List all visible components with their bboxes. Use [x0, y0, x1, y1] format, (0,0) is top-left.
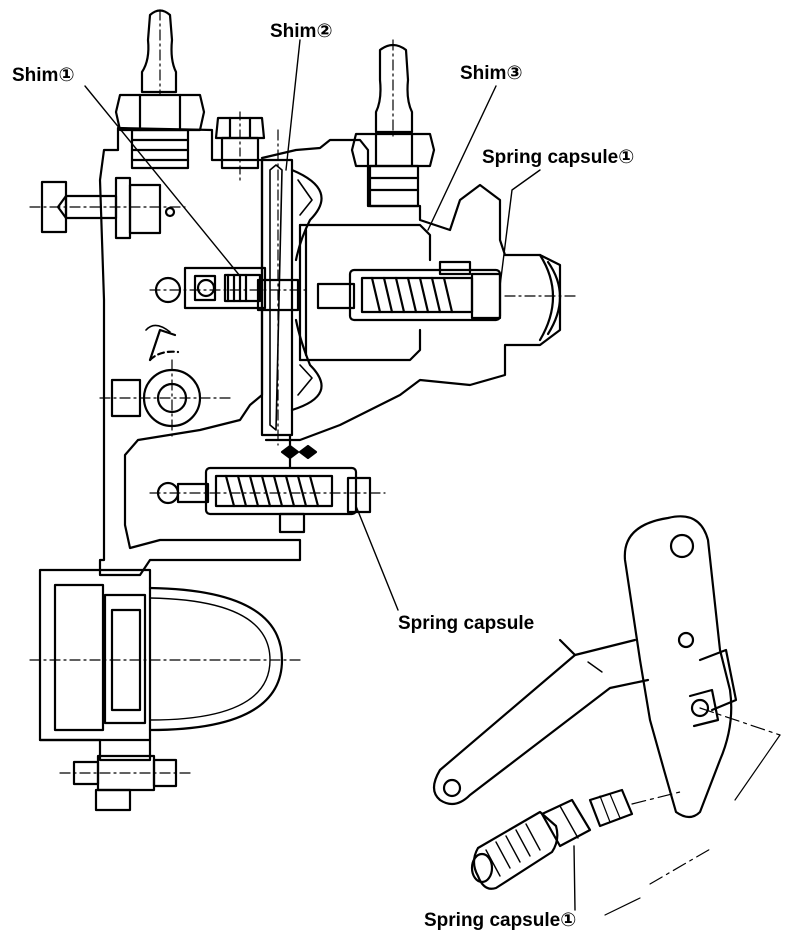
spring-capsule-1-top-assembly: [316, 260, 502, 322]
left-side-plug: [29, 176, 186, 240]
top-plug: [214, 111, 266, 181]
lower-round-cover: [29, 568, 301, 762]
right-pipe-fitting: [350, 39, 436, 208]
callout-shim-1: Shim①: [12, 65, 75, 86]
shim-1-assembly: [149, 266, 311, 310]
linkage-frame: [298, 223, 432, 362]
callout-spring-capsule-1-top: Spring capsule①: [482, 147, 635, 168]
callout-shim-2: Shim②: [270, 21, 333, 42]
spring-capsule-lower-assembly: [149, 433, 386, 534]
callout-spring-capsule-1-bottom: Spring capsule①: [424, 910, 577, 931]
bottom-adjusting-screw: [59, 754, 191, 812]
exploded-spring-capsule-1: [470, 788, 713, 916]
diaphragm-assembly: [256, 129, 323, 446]
callout-shim-3: Shim③: [460, 63, 523, 84]
left-pipe-fitting: [114, 9, 206, 170]
lever-eye: [99, 324, 231, 441]
callout-spring-capsule: Spring capsule: [398, 613, 535, 634]
exploded-lever: [432, 515, 781, 819]
leader-lines: [84, 39, 541, 611]
